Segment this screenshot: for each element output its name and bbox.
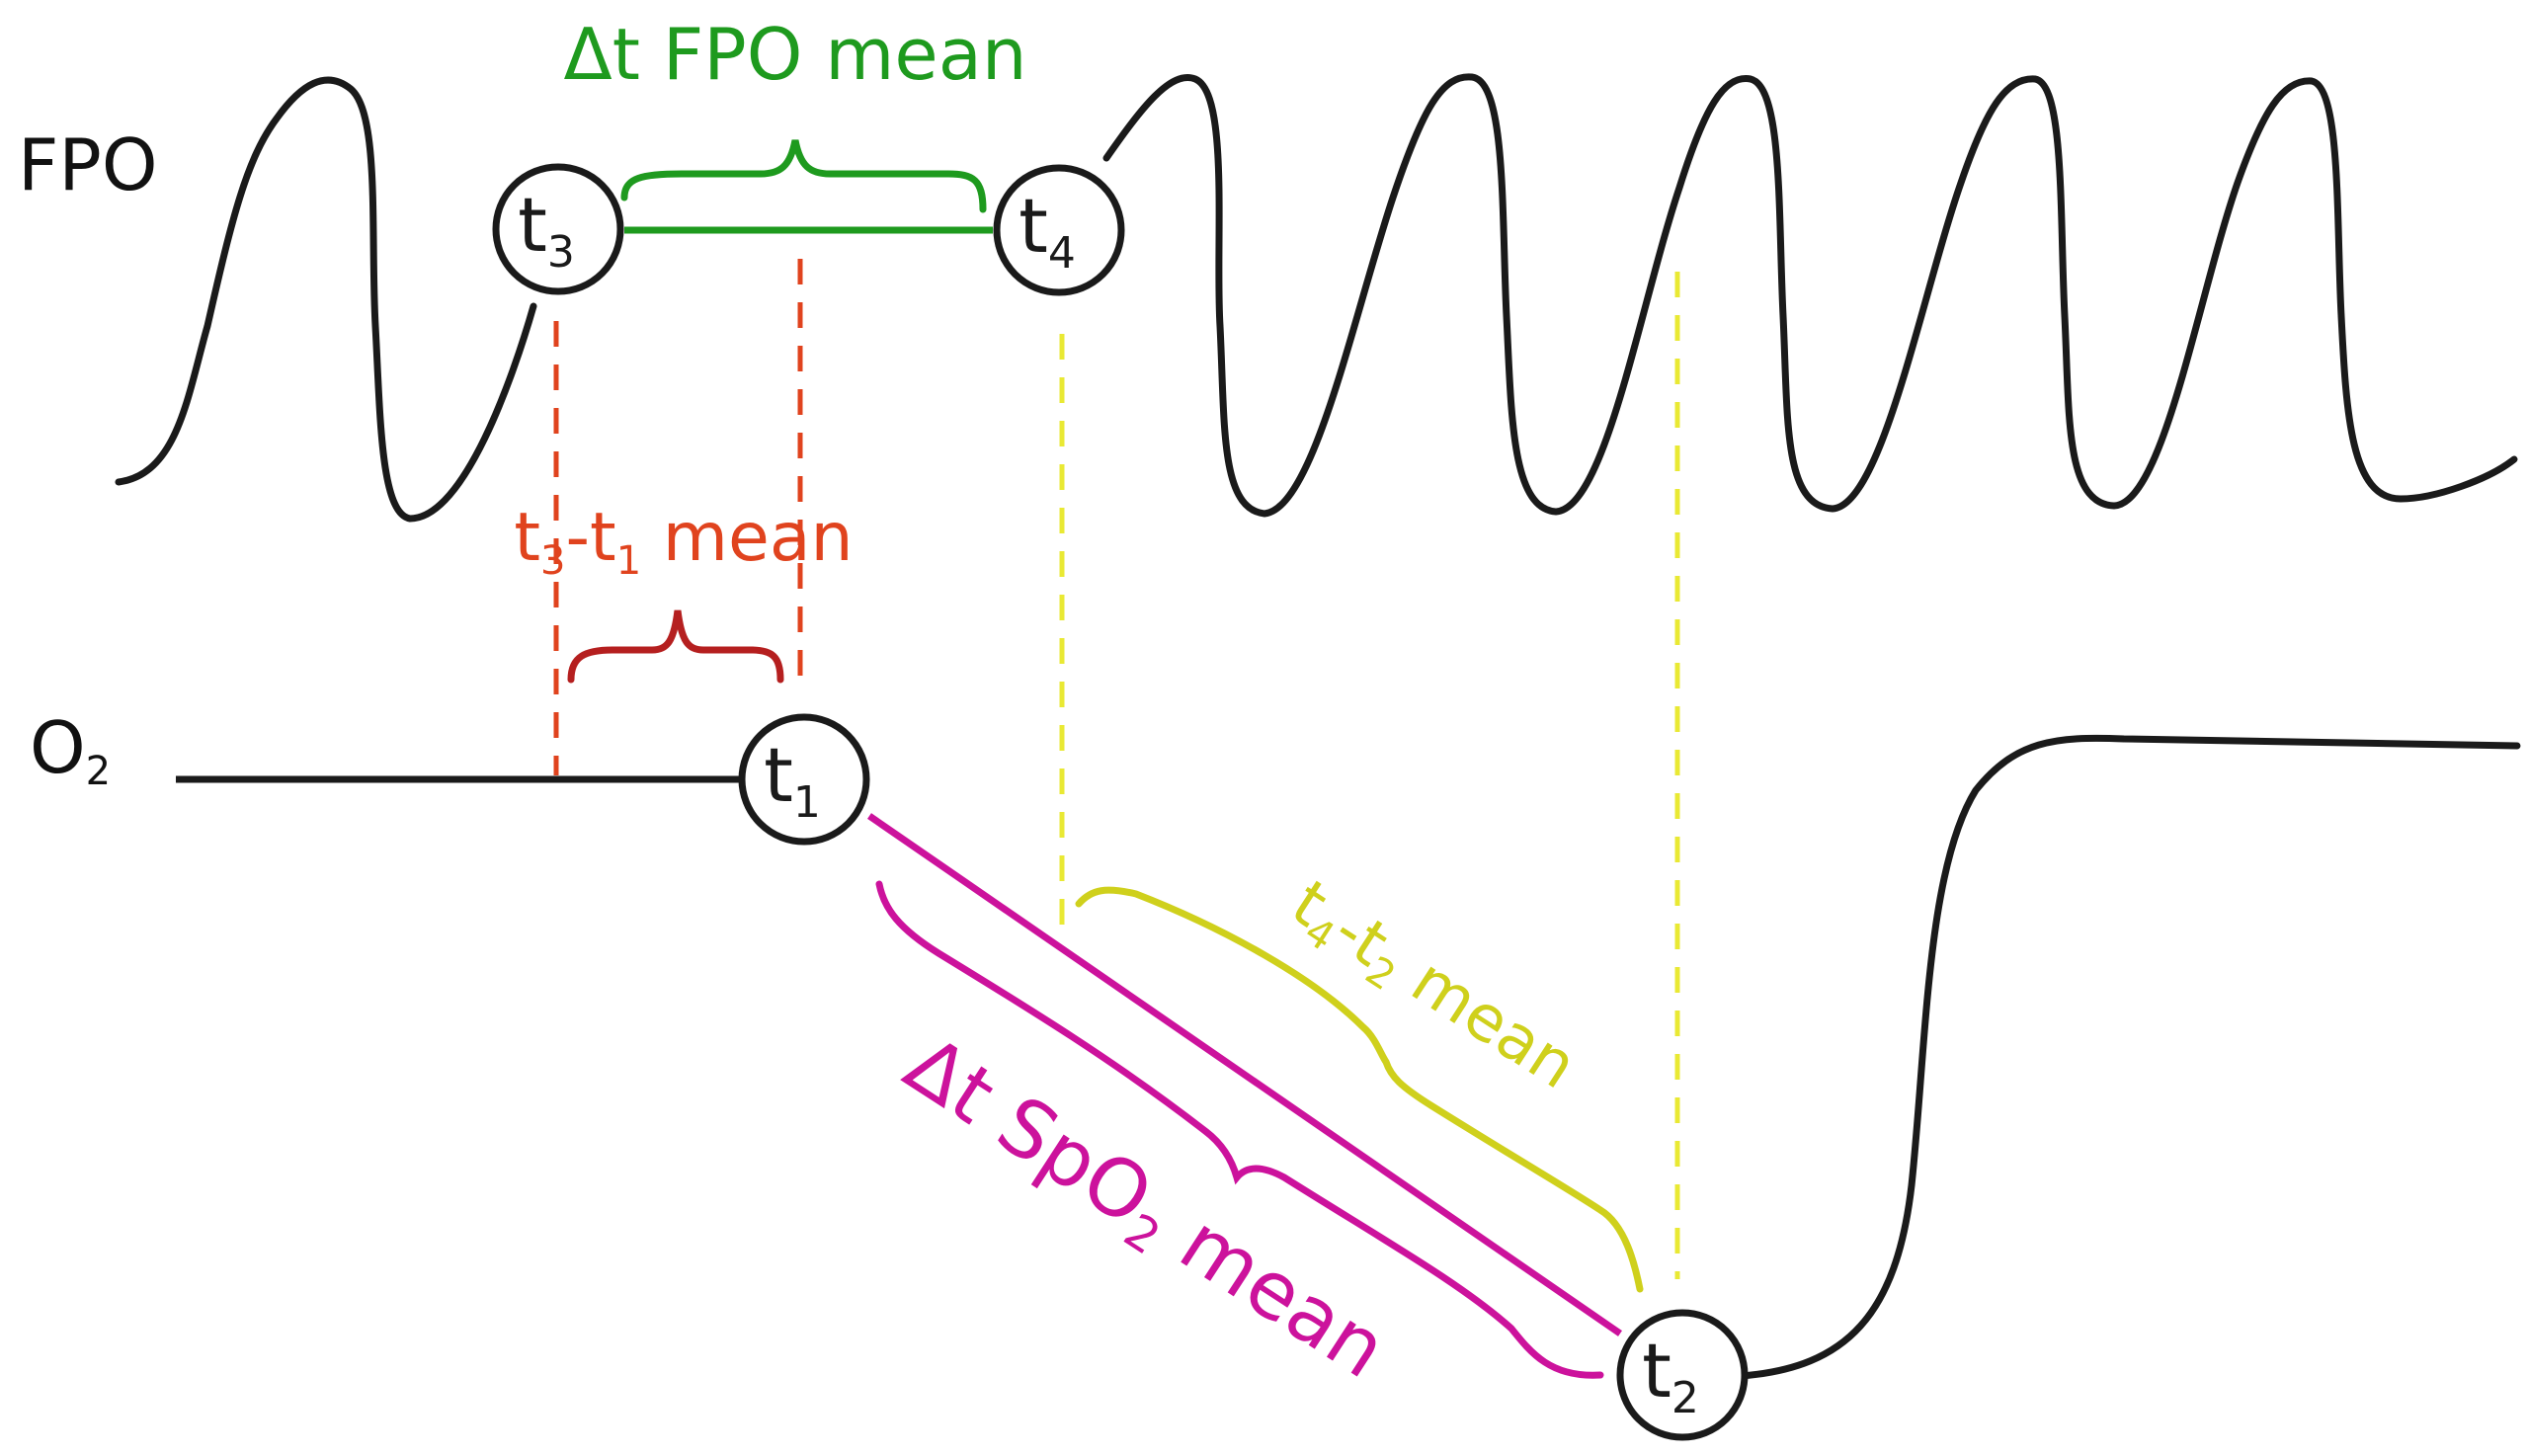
svg-text:t4: t4 [1019, 182, 1076, 279]
spo2-interval-line [867, 813, 1622, 1336]
t3-t1-label: t3-t1 mean [514, 499, 853, 584]
svg-text:t1: t1 [764, 731, 821, 828]
node-t4: t4 [993, 164, 1125, 296]
svg-text:t2: t2 [1642, 1327, 1699, 1423]
spo2-interval-label: Δt SpO2 mean [885, 1018, 1402, 1402]
fpo-waveform-left [115, 76, 537, 523]
o2-recovery-curve [1737, 734, 2521, 1380]
o2-row-label: O2 [30, 706, 111, 794]
t3-t1-brace [567, 609, 784, 684]
fpo-row-label: FPO [18, 123, 158, 206]
fpo-interval-brace [620, 139, 987, 213]
spo2-interval-brace [875, 880, 1604, 1379]
node-t1: t1 [738, 713, 870, 846]
fpo-interval-label: Δt FPO mean [564, 13, 1027, 96]
node-t2: t2 [1616, 1309, 1749, 1441]
fpo-waveform-right [1102, 73, 2518, 518]
svg-text:t3: t3 [518, 181, 575, 278]
t4-t2-label: t4-t2 mean [1275, 867, 1589, 1109]
t4-t2-brace [1075, 886, 1644, 1293]
node-t3: t3 [492, 163, 624, 295]
